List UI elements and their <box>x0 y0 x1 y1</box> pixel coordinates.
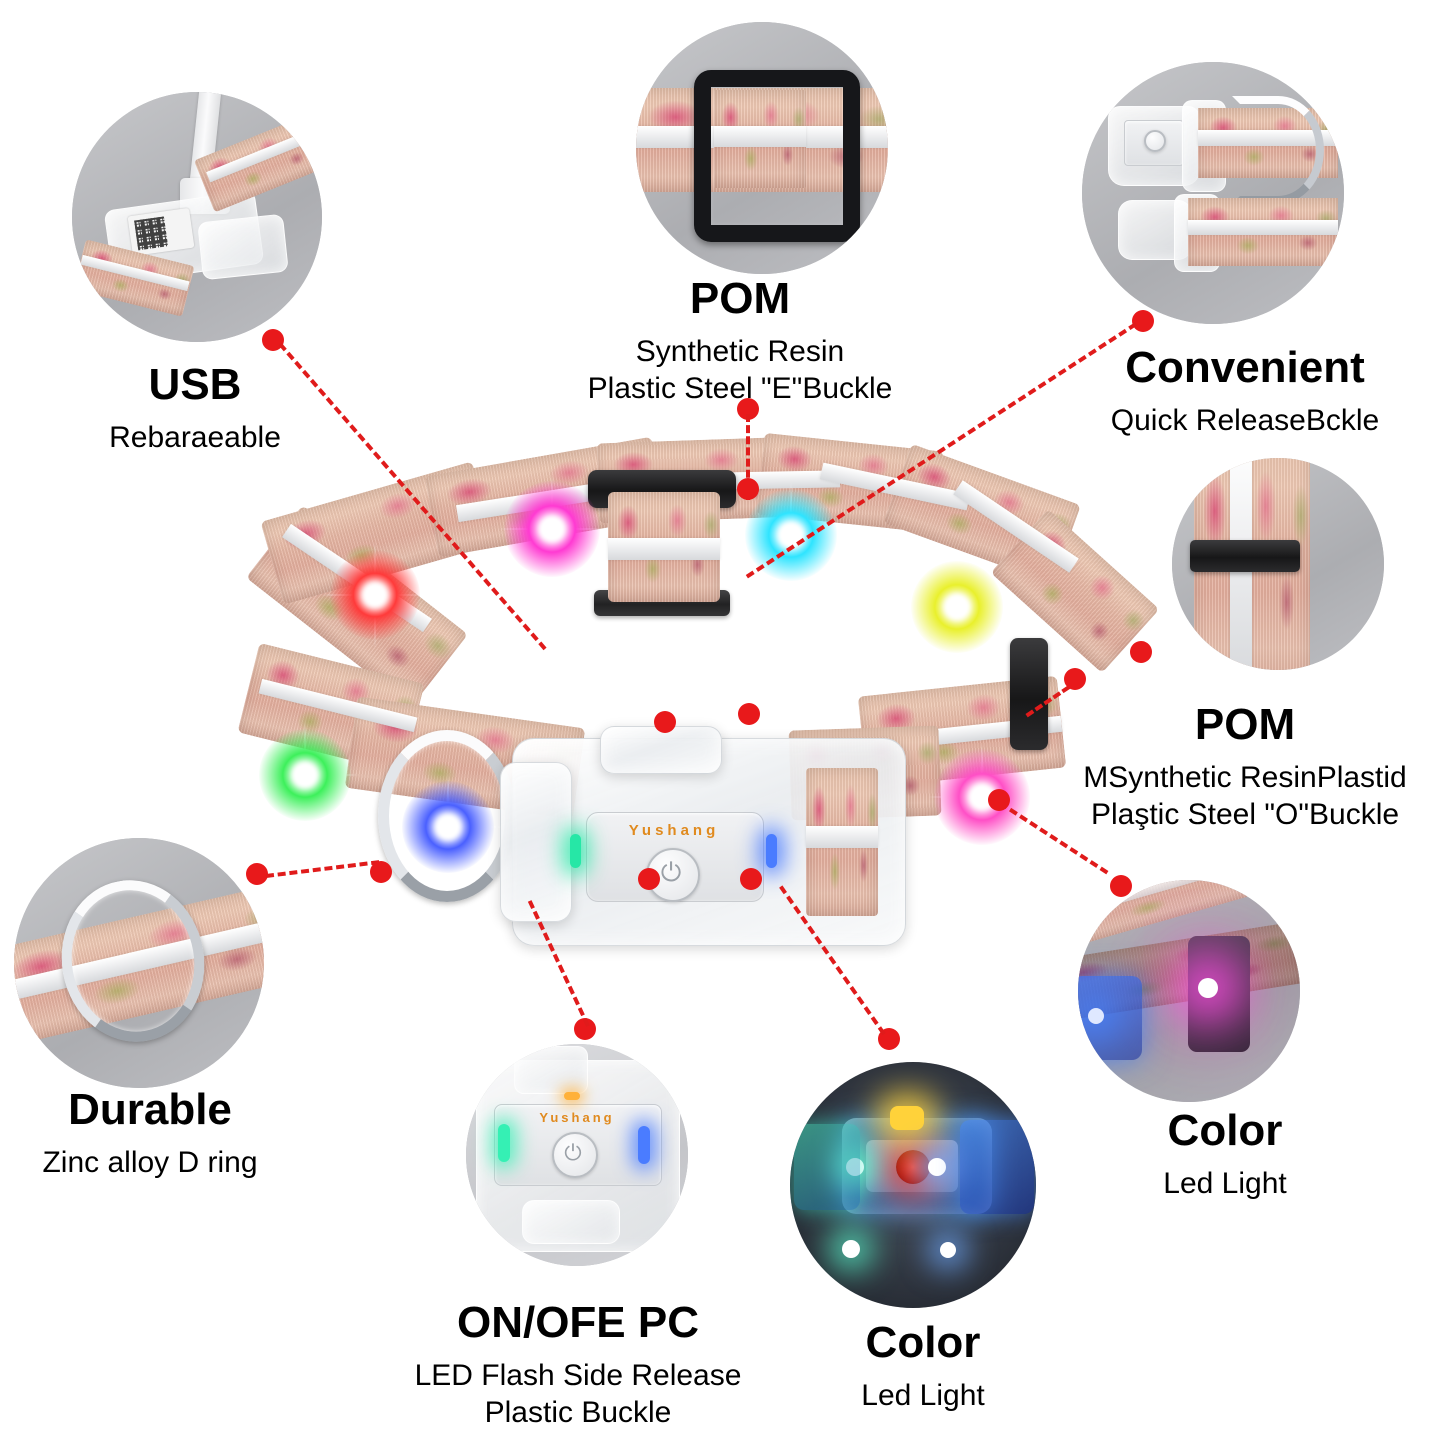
leader-dot-durable <box>246 863 268 885</box>
leader-dot-pom-o-end <box>1064 668 1086 690</box>
led-green <box>251 721 359 829</box>
callout-color-right-title: Color <box>1167 1106 1283 1155</box>
callout-usb-title: USB <box>148 360 242 409</box>
leader-dot-color-center-end <box>740 868 762 890</box>
callout-durable-title: Durable <box>68 1085 232 1134</box>
leader-dot-convenient-end <box>738 703 760 725</box>
led-yellow <box>903 553 1011 661</box>
callout-pom-o-title: POM <box>1194 700 1296 749</box>
callout-color-center-line-1: Led Light <box>861 1379 985 1413</box>
callout-color-center: Color Led Light <box>783 1318 1063 1415</box>
callout-convenient-line-1: Quick ReleaseBckle <box>1110 404 1380 438</box>
leader-dot-usb <box>262 329 284 351</box>
led-teal-indicator <box>570 834 581 868</box>
callout-convenient-title: Convenient <box>1125 343 1365 392</box>
leader-dot-color-right-end <box>988 789 1010 811</box>
callout-pom-e-buckle: POM Synthetic Resin Plastic Steel "E"Buc… <box>515 274 965 407</box>
callout-color-center-title: Color <box>865 1318 981 1367</box>
led-glow-collar-photo <box>1078 880 1300 1102</box>
callout-on-off-title: ON/OFE PC <box>456 1298 700 1347</box>
leader-dot-pom-o <box>1130 641 1152 663</box>
callout-on-off-line-2: Plastic Buckle <box>484 1395 672 1429</box>
led-blue <box>394 773 502 881</box>
callout-durable-line-1: Zinc alloy D ring <box>42 1146 258 1180</box>
inset-brand-label: Yushang <box>539 1110 615 1125</box>
brand-label: Yushang <box>628 822 720 839</box>
main-collar-product-photo: Yushang ⏻ <box>0 430 1445 1070</box>
usb-charging-photo <box>72 92 322 342</box>
leader-dot-color-right <box>1110 875 1132 897</box>
o-buckle-keeper <box>1010 638 1048 750</box>
callout-convenient: Convenient Quick ReleaseBckle <box>1060 343 1430 440</box>
callout-color-right-line-1: Led Light <box>1163 1167 1287 1201</box>
callout-pom-e-line-2: Plastic Steel "E"Buckle <box>587 371 893 405</box>
led-buckle-night-photo <box>790 1062 1036 1308</box>
callout-color-right: Color Led Light <box>1055 1106 1395 1203</box>
leader-dot-on-off <box>574 1018 596 1040</box>
callout-usb: USB Rebaraeable <box>30 360 360 457</box>
e-buckle-photo <box>636 22 888 274</box>
callout-pom-e-line-1: Synthetic Resin <box>635 335 845 369</box>
o-buckle-keeper-photo <box>1172 458 1384 670</box>
callout-on-off-pc: ON/OFE PC LED Flash Side Release Plastic… <box>368 1298 788 1431</box>
leader-dot-pom-e-end <box>737 478 759 500</box>
leader-dot-on-off-end <box>638 868 660 890</box>
power-switch-buckle-photo: Yushang ⏻ <box>466 1044 688 1266</box>
callout-pom-o-line-2: Plaştic Steel "O"Buckle <box>1090 797 1400 831</box>
leader-dot-usb-end <box>654 711 676 733</box>
led-magenta <box>498 475 606 583</box>
callout-pom-o-buckle: POM MSynthetic ResinPlastid Plaştic Stee… <box>1045 700 1445 833</box>
callout-pom-e-title: POM <box>689 274 791 323</box>
callout-durable: Durable Zinc alloy D ring <box>0 1085 300 1182</box>
leader-dot-durable-end <box>370 861 392 883</box>
leader-dot-pom-e <box>737 398 759 420</box>
callout-on-off-line-1: LED Flash Side Release <box>414 1359 742 1393</box>
led-red <box>321 541 429 649</box>
quick-release-buckle-photo <box>1082 62 1344 324</box>
led-pink <box>928 743 1036 851</box>
leader-dot-color-center <box>878 1028 900 1050</box>
callout-usb-line-1: Rebaraeable <box>109 421 281 455</box>
leader-dot-convenient <box>1132 310 1154 332</box>
led-blue-indicator <box>766 834 777 868</box>
led-cyan <box>737 481 845 589</box>
d-ring-photo <box>14 838 264 1088</box>
callout-pom-o-line-1: MSynthetic ResinPlastid <box>1083 761 1407 795</box>
